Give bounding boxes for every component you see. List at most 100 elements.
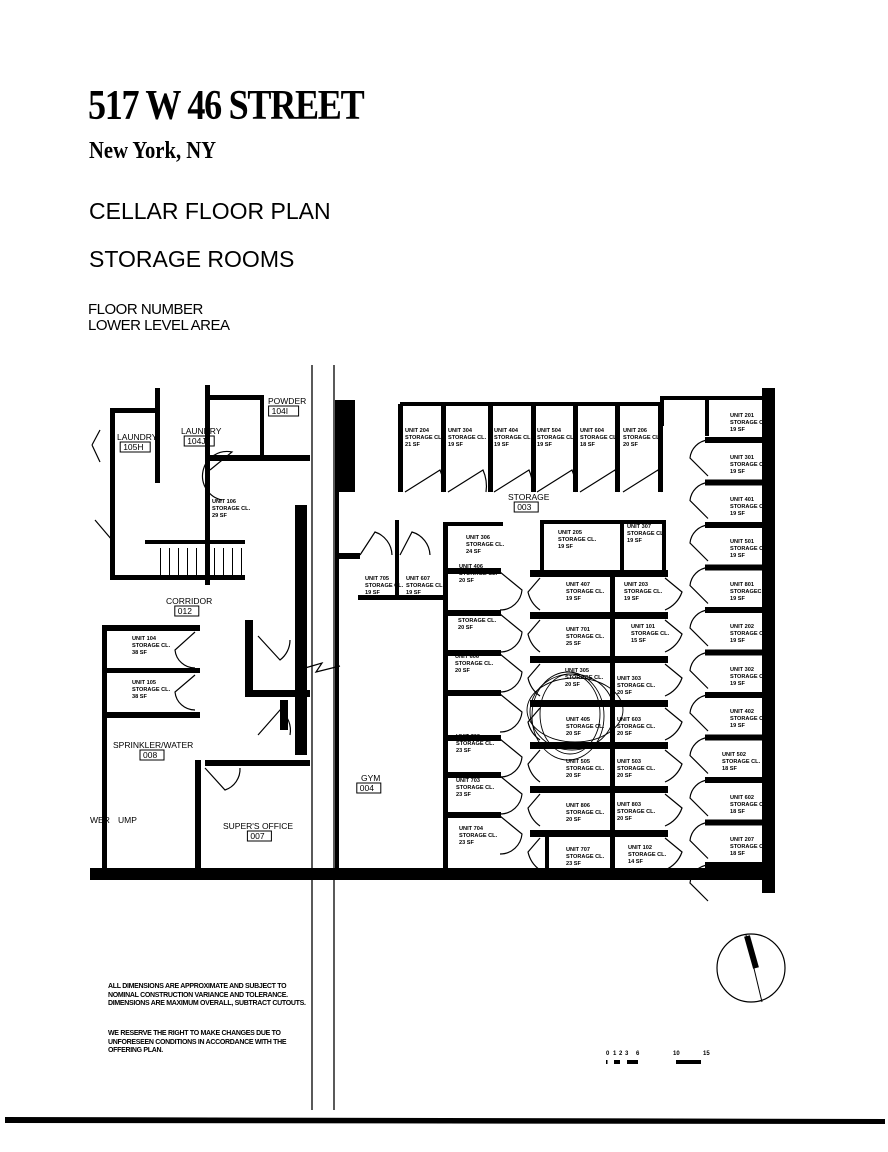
break-symbol <box>304 661 341 673</box>
door-swing <box>689 736 709 774</box>
unit-type: STORAGE CL. <box>627 531 666 537</box>
unit-type: STORAGE CL. <box>628 852 667 858</box>
door-swing <box>174 631 196 669</box>
unit-type: STORAGE CL. <box>566 724 605 730</box>
unit-unit: UNIT 803 <box>617 802 641 808</box>
wall <box>705 819 765 826</box>
unit-unit: UNIT 204 <box>405 428 430 434</box>
unit-area: 20 SF <box>565 682 581 688</box>
unit-unit: UNIT 301 <box>730 455 754 461</box>
unit-type: STORAGE CL. <box>365 583 404 589</box>
unit-type: STORAGE CL. <box>458 618 497 624</box>
unit-area: 19 SF <box>627 538 643 544</box>
wall <box>358 595 443 600</box>
unit-area: 19 SF <box>730 427 746 433</box>
wall <box>195 760 201 870</box>
door-swing <box>527 577 541 611</box>
room-name: SPRINKLER/WATER <box>113 740 193 750</box>
door-swing <box>664 577 683 611</box>
unit-type: STORAGE CL. <box>132 643 171 649</box>
wall <box>441 404 446 492</box>
room-number: 008 <box>143 750 157 760</box>
room-number: 105H <box>123 442 143 452</box>
wall <box>530 612 668 619</box>
unit-type: STORAGE CL. <box>405 435 444 441</box>
room-number-box <box>268 405 300 417</box>
unit-unit: UNIT 704 <box>459 826 484 832</box>
scale-tick-label: 0 <box>606 1051 610 1057</box>
walls <box>90 365 775 1110</box>
wall <box>545 830 549 870</box>
unit-type: STORAGE CL. <box>132 687 171 693</box>
wall <box>205 548 206 576</box>
scale-tick-label: 15 <box>703 1051 710 1057</box>
unit-unit: UNIT 206 <box>623 428 647 434</box>
unit-unit: UNIT 806 <box>566 803 590 809</box>
wall <box>145 540 245 544</box>
room-number-box <box>139 749 165 761</box>
unit-area: 19 SF <box>406 590 422 596</box>
unit-unit: UNIT 407 <box>566 582 590 588</box>
unit-unit: UNIT 702 <box>456 734 480 740</box>
door-swing <box>579 469 620 493</box>
wall <box>169 548 170 576</box>
unit-type: STORAGE CL. <box>730 631 769 637</box>
unit-unit: UNIT 604 <box>580 428 605 434</box>
unit-unit: UNIT 307 <box>627 524 651 530</box>
door-swing <box>689 779 709 817</box>
unit-area: 29 SF <box>212 513 228 519</box>
unit-unit: UNIT 505 <box>566 759 590 765</box>
unit-unit: UNIT 603 <box>617 717 641 723</box>
doors <box>91 429 709 902</box>
door-swing <box>399 531 431 556</box>
door-swing <box>527 663 541 697</box>
unit-type: STORAGE CL. <box>448 435 487 441</box>
door-swing <box>499 775 523 815</box>
door-swing <box>622 469 663 493</box>
wall <box>335 400 339 870</box>
wall <box>214 548 215 576</box>
unit-unit: UNIT 302 <box>730 667 754 673</box>
unit-unit: UNIT 801 <box>730 582 754 588</box>
wall <box>705 564 765 571</box>
unit-unit: UNIT 506 <box>458 611 482 617</box>
wall <box>187 548 188 576</box>
unit-type: STORAGE CL. <box>566 810 605 816</box>
door-swing <box>404 469 445 493</box>
wall <box>705 396 709 436</box>
unit-type: STORAGE CL. <box>455 661 494 667</box>
unit-type: STORAGE CL. <box>730 546 769 552</box>
partial-room-label: UMP <box>118 815 137 825</box>
disclaimer-dimensions: ALL DIMENSIONS ARE APPROXIMATE AND SUBJE… <box>108 983 306 1007</box>
wall <box>705 607 765 613</box>
door-swing <box>536 469 577 493</box>
unit-type: STORAGE CL. <box>565 675 604 681</box>
door-swing <box>689 864 709 902</box>
unit-type: STORAGE CL. <box>459 833 498 839</box>
unit-type: STORAGE CL. <box>631 631 670 637</box>
floor-area-label: LOWER LEVEL AREA <box>88 317 230 334</box>
door-swing <box>527 707 541 741</box>
unit-type: STORAGE CL. <box>580 435 619 441</box>
unit-area: 20 SF <box>455 668 471 674</box>
room-number: 012 <box>178 606 192 616</box>
wall <box>443 735 501 741</box>
unit-area: 19 SF <box>537 442 553 448</box>
room-number: 007 <box>250 831 264 841</box>
unit-unit: UNIT 306 <box>466 535 490 541</box>
door-swing <box>527 749 541 783</box>
